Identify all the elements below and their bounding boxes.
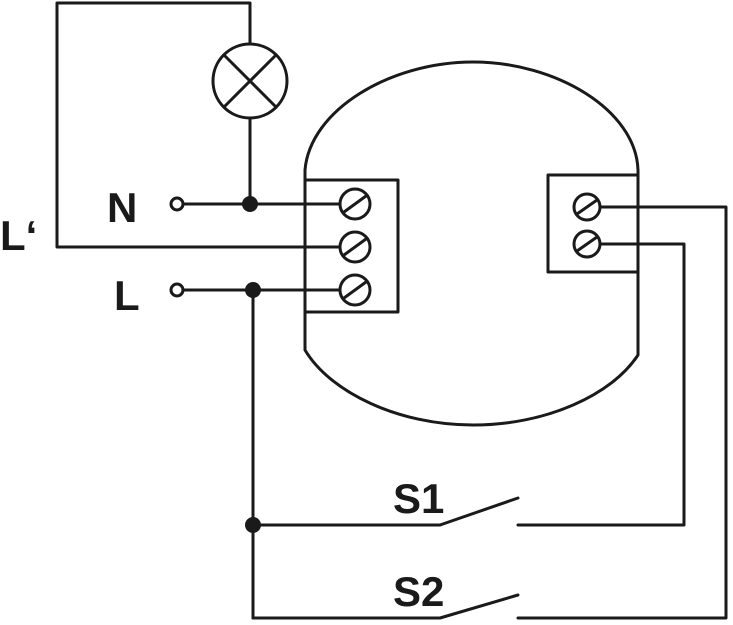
s2-output-wire [516, 205, 728, 620]
switch1-label: S1 [393, 475, 444, 522]
right-terminal-block [546, 173, 640, 274]
lamp-wire-loop [55, 1, 342, 249]
neutral-junction-dot [242, 196, 258, 212]
neutral-label: N [107, 184, 137, 231]
s2-contact [438, 593, 520, 620]
s1-output-wire [516, 242, 686, 527]
screw-terminal-icon [338, 187, 372, 221]
neutral-input-terminal [169, 196, 185, 212]
switch-junction-dot [245, 517, 261, 533]
switch2-label: S2 [393, 568, 444, 615]
screw-terminal-icon [572, 229, 602, 259]
line-label: L [114, 272, 140, 319]
device-housing [303, 60, 640, 427]
lamp-line-label: L‘ [0, 212, 37, 259]
line-junction-dot [245, 282, 261, 298]
screw-terminal-icon [338, 230, 372, 264]
screw-terminal-icon [338, 273, 372, 307]
s1-contact [438, 496, 520, 527]
lamp-icon [211, 42, 289, 120]
screw-terminal-icon [572, 192, 602, 222]
line-input-terminal [169, 282, 185, 298]
